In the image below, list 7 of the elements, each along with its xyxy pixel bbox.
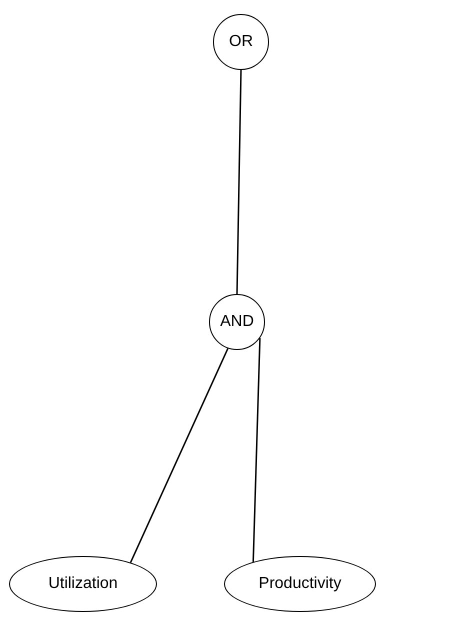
connector-line bbox=[252, 338, 261, 562]
node-label: OR bbox=[229, 33, 253, 51]
node-label: Utilization bbox=[48, 575, 118, 593]
connector-line bbox=[236, 70, 242, 294]
connector-line bbox=[130, 348, 229, 563]
node-label: Productivity bbox=[258, 575, 342, 593]
node-label: AND bbox=[220, 313, 254, 331]
